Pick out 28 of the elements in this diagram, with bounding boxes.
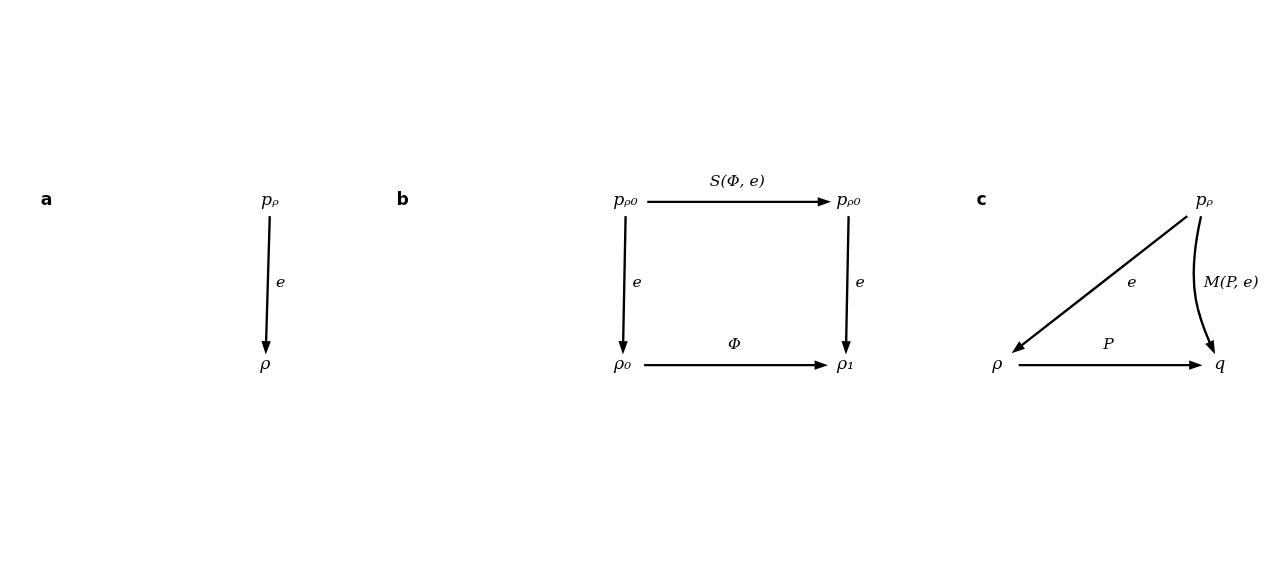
- node-text: ρ₀: [614, 352, 632, 373]
- node-text: pᵨ₀: [836, 189, 861, 210]
- label: b: [396, 189, 409, 210]
- node-text: q: [1214, 352, 1226, 373]
- arrow: [618, 216, 628, 355]
- edge-label: M(P, e): [1203, 271, 1259, 291]
- label: c: [976, 189, 987, 210]
- edge-label: e: [632, 271, 642, 291]
- node-text: pᵨ: [1195, 189, 1213, 210]
- edge-label: e: [1127, 271, 1137, 291]
- edge-label: e: [276, 271, 286, 291]
- arrow: [647, 197, 832, 207]
- edge-label: P: [1103, 334, 1114, 354]
- label: a: [40, 189, 53, 210]
- node-text: pᵨ: [261, 189, 279, 210]
- node-text: ρ: [992, 352, 1003, 373]
- node-text: ρ₁: [837, 352, 855, 373]
- edge-label: Φ: [727, 334, 741, 354]
- arrow: [841, 216, 851, 355]
- arrow: [1018, 360, 1203, 370]
- arrow: [261, 216, 271, 355]
- node-text: ρ: [260, 352, 271, 373]
- arrow: [644, 360, 828, 370]
- arrow: [1011, 215, 1188, 354]
- edge-label: S(Φ, e): [709, 171, 765, 191]
- edge-label: e: [855, 271, 865, 291]
- arrow: [1192, 216, 1216, 355]
- node-text: pᵨ₀: [613, 189, 638, 210]
